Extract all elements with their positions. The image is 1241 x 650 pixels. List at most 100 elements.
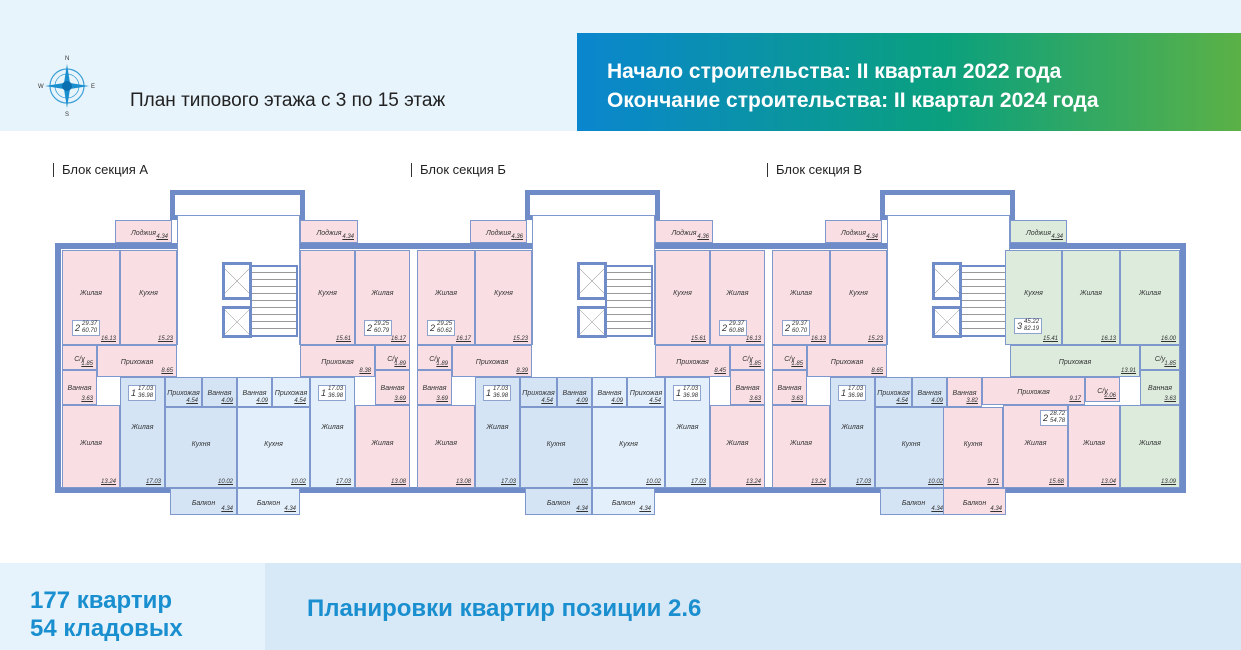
apartment-living-area: 17.03 bbox=[493, 386, 509, 392]
room-name: Жилая bbox=[435, 440, 457, 448]
room-area: 10.02 bbox=[217, 479, 233, 485]
apartment-rooms: 1 bbox=[131, 387, 137, 398]
room-area: 10.02 bbox=[927, 479, 943, 485]
room-area: 8.39 bbox=[516, 368, 528, 374]
room-name: Жилая bbox=[1080, 290, 1102, 298]
room-area: 10.02 bbox=[645, 479, 661, 485]
room-name: Кухня bbox=[901, 441, 921, 449]
room-name: Кухня bbox=[546, 441, 566, 449]
room-area: 10.02 bbox=[572, 479, 588, 485]
compass-letter-w: W bbox=[38, 84, 44, 90]
stairs-icon bbox=[250, 265, 298, 337]
room-area: 8.38 bbox=[359, 368, 371, 374]
room-area: 2.06 bbox=[1104, 393, 1116, 399]
totals-panel: 177 квартир 54 кладовых bbox=[0, 563, 265, 650]
room-area: 4.34 bbox=[931, 506, 943, 512]
room-area: 4.34 bbox=[866, 234, 878, 240]
room-name: Прихожая bbox=[522, 389, 555, 397]
room-area: 13.24 bbox=[745, 479, 761, 485]
room-name: Жилая bbox=[321, 423, 344, 431]
room-area: 1.85 bbox=[1164, 361, 1176, 367]
room-name: Лоджия bbox=[130, 229, 156, 237]
room-area: 17.03 bbox=[145, 479, 161, 485]
room-name: Прихожая bbox=[274, 389, 308, 397]
room-area: 8.65 bbox=[161, 368, 173, 374]
room-name: Ванная bbox=[917, 389, 942, 397]
floor-plan: Блок секция А Блок секция Б Блок секция … bbox=[0, 131, 1241, 561]
room-area: 4.36 bbox=[511, 234, 523, 240]
elevator-icon bbox=[222, 306, 252, 338]
room-area: 17.03 bbox=[855, 479, 871, 485]
room-area: 8.45 bbox=[714, 368, 726, 374]
room-area: 4.09 bbox=[576, 398, 588, 404]
room-area: 16.13 bbox=[810, 336, 826, 342]
room-name: Жилая bbox=[80, 440, 102, 448]
compass-rose-icon: N E S W bbox=[38, 56, 95, 118]
corridor bbox=[880, 345, 1020, 377]
elevator-icon bbox=[932, 262, 962, 300]
room-name: Прихожая bbox=[1058, 358, 1092, 366]
apartment-living-area: 17.03 bbox=[848, 386, 864, 392]
apartment-living-area: 17.03 bbox=[138, 386, 154, 392]
apartment-total-area: 60.62 bbox=[437, 328, 453, 334]
room-name: Прихожая bbox=[120, 358, 154, 366]
room-area: 4.09 bbox=[256, 398, 268, 404]
room-area: 9.71 bbox=[987, 479, 999, 485]
room-area: 4.34 bbox=[156, 234, 168, 240]
room-name: Прихожая bbox=[321, 358, 354, 366]
construction-start: Начало строительства: II квартал 2022 го… bbox=[607, 60, 1062, 83]
room-name: Жилая bbox=[790, 440, 812, 448]
room-area: 15.61 bbox=[335, 336, 351, 342]
room: Прихожая 8.38 bbox=[300, 345, 375, 377]
caption: Планировки квартир позиции 2.6 bbox=[307, 595, 702, 622]
room-area: 16.17 bbox=[390, 336, 406, 342]
plan-title: План типового этажа с 3 по 15 этаж bbox=[130, 90, 446, 111]
corridor bbox=[170, 345, 310, 377]
room-area: 8.65 bbox=[871, 368, 883, 374]
room-name: Жилая bbox=[726, 440, 749, 448]
room-area: 15.41 bbox=[1042, 336, 1058, 342]
room-name: Кухня bbox=[191, 441, 211, 449]
apartment-rooms: 2 bbox=[722, 322, 728, 333]
apartment-rooms: 1 bbox=[321, 387, 327, 398]
room-name: Балкон bbox=[546, 499, 571, 507]
stairs-icon bbox=[605, 265, 653, 337]
elevator-icon bbox=[222, 262, 252, 300]
apartment-living-area: 29.37 bbox=[729, 321, 745, 327]
room-name: Ванная bbox=[597, 389, 622, 397]
room: Кухня 10.02 bbox=[165, 407, 237, 488]
room-name: Ванная bbox=[207, 389, 232, 397]
compass-letter-e: E bbox=[91, 84, 95, 90]
room-name: Лоджия bbox=[485, 229, 511, 237]
